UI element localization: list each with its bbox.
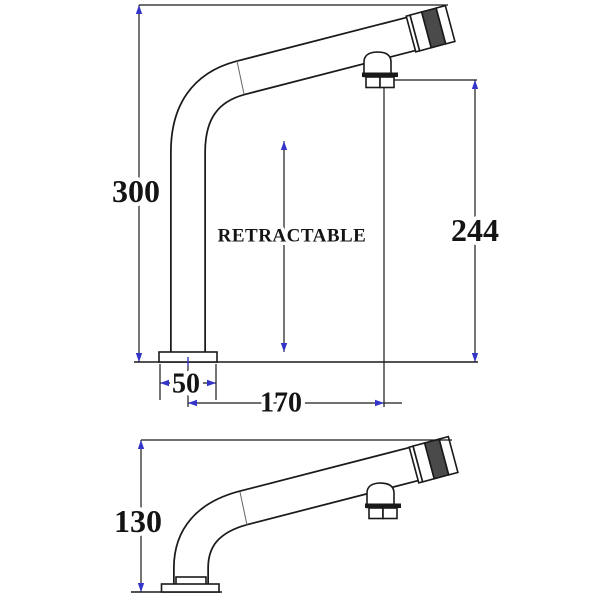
base-flange (160, 583, 220, 593)
arrow-down-icon (280, 343, 288, 352)
faucet-head (408, 435, 459, 484)
nozzle-nut-right (382, 507, 398, 520)
faucet-head (405, 4, 456, 53)
nozzle-collar (365, 503, 401, 508)
arrow-up-icon (135, 5, 143, 14)
nozzle-hood (363, 51, 392, 78)
arrow-left-icon (188, 399, 197, 407)
arrow-up-icon (137, 440, 145, 449)
arrow-down-icon (135, 353, 143, 362)
faucet-retracted-view (160, 435, 459, 593)
faucet-extended-view (158, 4, 456, 363)
nozzle-hood (366, 482, 395, 509)
dimension-labels: 300 RETRACTABLE 244 50 170 130 (108, 169, 503, 543)
nozzle-nut-left (365, 76, 381, 89)
nozzle-nut-left (368, 507, 384, 520)
arrow-down-icon (471, 353, 479, 362)
arrow-down-icon (137, 583, 145, 592)
spray-nozzle (365, 482, 401, 520)
spout-seam-line (236, 60, 245, 95)
arrow-up-icon (280, 141, 288, 150)
dimension-lines (138, 4, 477, 592)
arrow-right-icon (207, 379, 216, 387)
arrow-up-icon (471, 80, 479, 89)
spout-reach-value: 170 (260, 388, 302, 419)
spray-nozzle (362, 51, 398, 89)
outlet-height-value: 244 (451, 212, 499, 248)
head-end-cap (435, 4, 456, 45)
nozzle-collar (362, 72, 398, 77)
dimension-arrows (135, 5, 479, 592)
arrow-right-icon (375, 399, 384, 407)
spout-seam-line (239, 491, 248, 526)
faucet-body-fill (171, 18, 416, 361)
head-end-cap (438, 435, 459, 476)
retractable-label: RETRACTABLE (218, 226, 367, 247)
arrow-left-icon (160, 379, 169, 387)
overall-height-value: 300 (112, 173, 160, 209)
nozzle-nut-right (379, 76, 395, 89)
retracted-height-value: 130 (114, 503, 162, 539)
base-width-value: 50 (172, 369, 200, 400)
faucet-body-fill (174, 448, 419, 585)
